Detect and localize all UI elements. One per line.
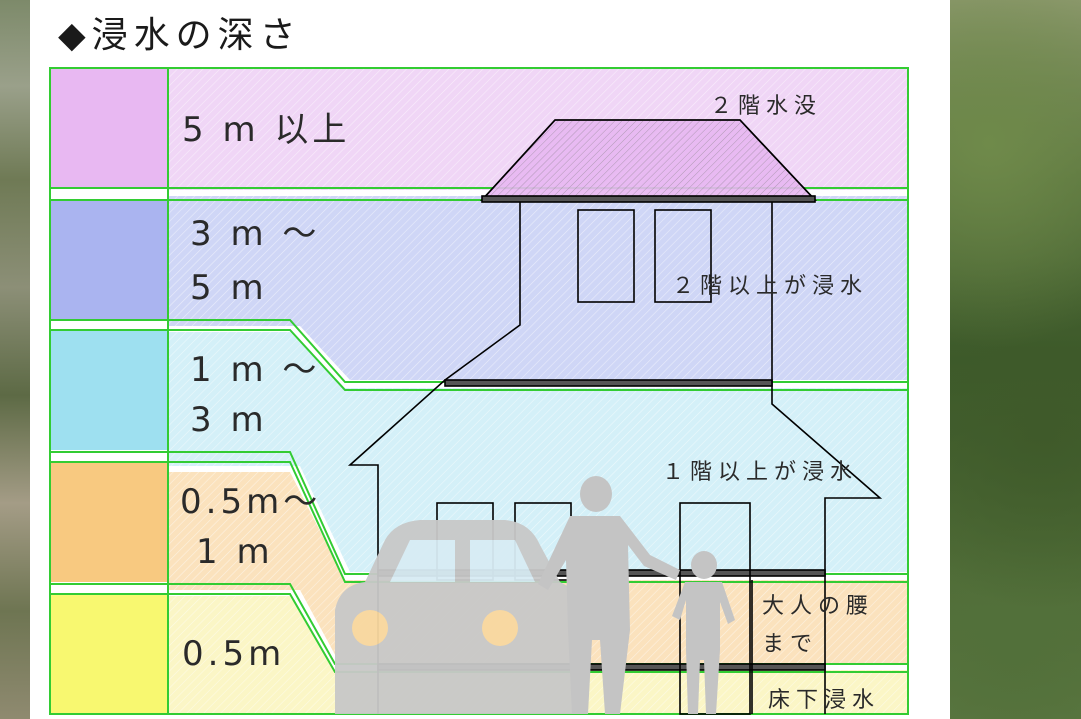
level-label-5m-plus: 5 m 以上 bbox=[182, 110, 351, 150]
legend-swatches bbox=[50, 68, 168, 714]
level-label-05m: 0.5m bbox=[182, 634, 286, 674]
swatch-05m bbox=[50, 594, 168, 714]
car-icon bbox=[335, 520, 580, 714]
adult-figure-icon bbox=[538, 476, 680, 714]
page-title: ◆浸水の深さ bbox=[58, 15, 302, 56]
annotation-below-floor: 床下浸水 bbox=[768, 688, 881, 713]
level-label-3-5m-line1: 3 m ～ bbox=[190, 214, 321, 254]
annotation-adult-waist-line2: まで bbox=[762, 632, 819, 657]
level-label-05-1m-line1: 0.5m～ bbox=[180, 482, 322, 522]
swatch-05-1m bbox=[50, 462, 168, 582]
swatch-3-5m bbox=[50, 200, 168, 320]
level-label-05-1m-line2: 1 m bbox=[196, 532, 274, 572]
annotation-above-first-floor: １階以上が浸水 bbox=[662, 460, 859, 485]
child-figure-icon bbox=[672, 551, 735, 714]
annotation-second-floor-submerged: ２階水没 bbox=[710, 94, 823, 119]
level-label-1-3m-line1: 1 m ～ bbox=[190, 350, 321, 390]
aerial-photo-left bbox=[0, 0, 30, 719]
swatch-5m-plus bbox=[50, 68, 168, 188]
annotation-above-second-floor: ２階以上が浸水 bbox=[672, 274, 869, 299]
swatch-1-3m bbox=[50, 330, 168, 450]
annotation-adult-waist-line1: 大人の腰 bbox=[762, 594, 875, 619]
level-label-1-3m-line2: 3 m bbox=[190, 400, 268, 440]
house-icon bbox=[347, 119, 883, 715]
level-label-3-5m-line2: 5 m bbox=[190, 268, 268, 308]
aerial-photo-right bbox=[950, 0, 1081, 719]
